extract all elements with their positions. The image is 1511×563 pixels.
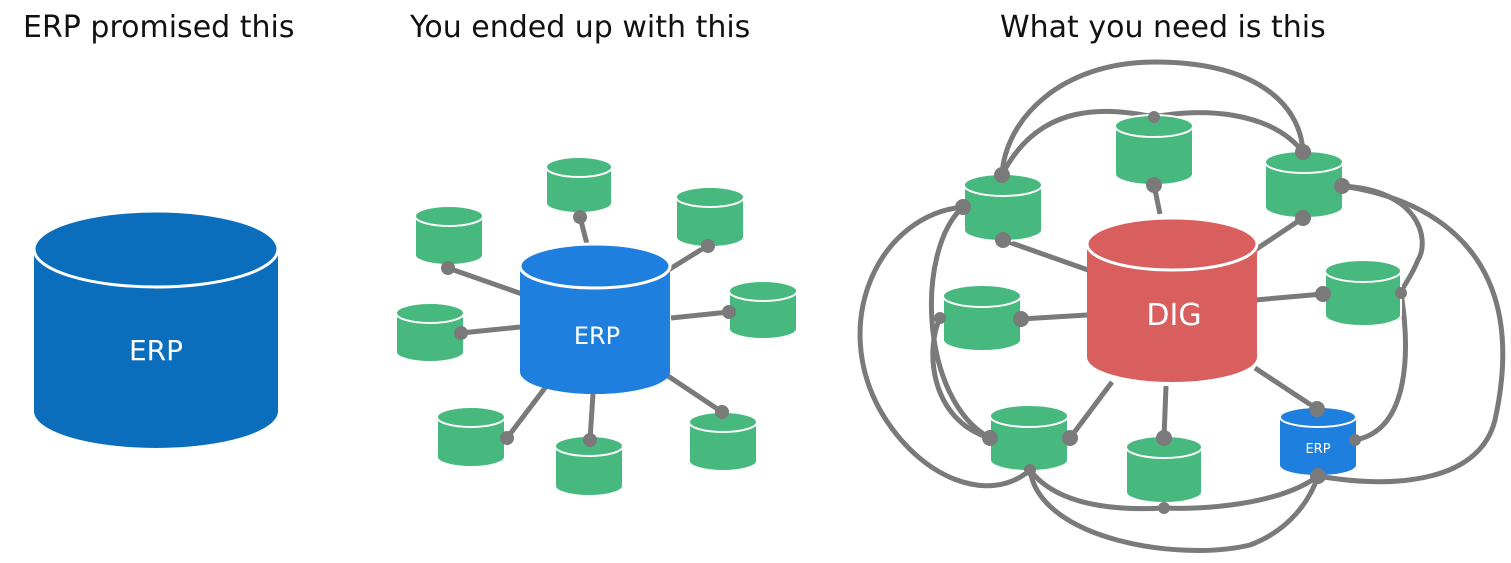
panel-2-connector-dots <box>441 210 736 447</box>
connector-dot <box>573 210 587 224</box>
connector-dot <box>1310 468 1326 484</box>
system-node <box>963 173 1043 242</box>
panel-3-erp-node: ERP <box>1279 406 1357 475</box>
panel-3-dig-label: DIG <box>1146 298 1201 333</box>
connector-dot <box>955 199 971 215</box>
connector-dot <box>1395 287 1407 299</box>
system-node <box>688 411 758 472</box>
connector-dot <box>1295 210 1311 226</box>
panel-2-erp-label: ERP <box>574 322 620 350</box>
connector-dot <box>1013 311 1029 327</box>
connector-dot <box>715 405 729 419</box>
system-node <box>395 302 465 363</box>
panel-2-erp-hub: ERP <box>518 242 672 394</box>
panel-1-erp-label: ERP <box>129 334 183 367</box>
connector-dot <box>934 312 946 324</box>
connector-dot <box>1158 502 1170 514</box>
connector-dot <box>701 239 715 253</box>
panel-3-erp-label: ERP <box>1305 442 1330 457</box>
connector-dot <box>1024 464 1036 476</box>
connector-dot <box>994 167 1010 183</box>
system-node <box>1324 259 1402 327</box>
connector-dot <box>1295 144 1311 160</box>
connector-dot <box>982 430 998 446</box>
connector-dot <box>1309 401 1325 417</box>
connector-dot <box>500 431 514 445</box>
connector-dot <box>1148 111 1160 123</box>
system-node <box>1264 150 1344 219</box>
connector-dot <box>1315 286 1331 302</box>
connector-dot <box>454 326 468 340</box>
connector-dot <box>1146 177 1162 193</box>
panel-2-title: You ended up with this <box>410 10 751 45</box>
connector-dot <box>1062 430 1078 446</box>
system-node <box>675 186 745 248</box>
connector-dot <box>995 232 1011 248</box>
system-node <box>414 205 484 266</box>
system-node <box>436 406 506 468</box>
system-node <box>989 404 1069 472</box>
system-node <box>942 284 1022 352</box>
panel-3-title: What you need is this <box>1000 10 1326 45</box>
system-node <box>728 280 798 340</box>
system-node <box>1125 435 1203 504</box>
panel-1-erp-database: ERP <box>32 209 280 448</box>
panel-1-title: ERP promised this <box>23 10 295 45</box>
system-node <box>1114 114 1194 186</box>
connector-dot <box>1349 434 1361 446</box>
panel-3-system-nodes <box>942 114 1402 504</box>
system-node <box>545 156 613 214</box>
connector-dot <box>1156 430 1172 446</box>
panel-3-connector-dots <box>934 111 1407 514</box>
panel-3-dig-hub: DIG <box>1085 216 1259 382</box>
panel-2-system-nodes <box>395 156 798 497</box>
connector-dot <box>583 433 597 447</box>
panel-3-hub-spokes <box>1002 184 1324 440</box>
connector-dot <box>1334 178 1350 194</box>
connector-dot <box>441 261 455 275</box>
connector-dot <box>722 305 736 319</box>
